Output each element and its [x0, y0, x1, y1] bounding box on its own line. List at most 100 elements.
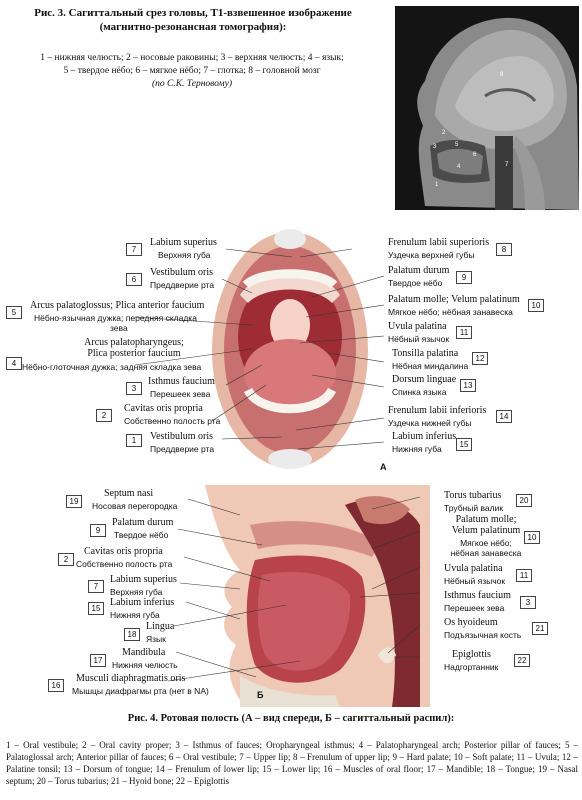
label-muscles-oral-floor-ru: Мышцы диафрагмы рта (нет в NA) — [72, 686, 209, 696]
figure-letter-a: А — [380, 462, 387, 472]
label-isthmus-ru: Перешеек зева — [150, 389, 211, 399]
label-cavitas-oris-b: Cavitas oris propria — [84, 546, 163, 557]
label-frenulum-lower-ru: Уздечка нижней губы — [388, 418, 472, 428]
label-frenulum-superioris: Frenulum labii superioris — [388, 237, 490, 248]
label-arcus-palatopharyngeus: Arcus palatopharyngeus; Plica posterior … — [84, 337, 184, 359]
label-10-box: 10 — [528, 299, 544, 312]
label-septum-nasi: Septum nasi — [104, 488, 154, 499]
label-14-box: 14 — [496, 410, 512, 423]
mri-num-1: 1 — [435, 182, 439, 188]
label-labium-superius-b: Labium superius — [110, 574, 177, 585]
label-vestibulum-oris-2: Vestibulum oris — [150, 431, 214, 442]
figure-letter-b: Б — [257, 690, 264, 700]
label-tongue-ru: Язык — [146, 634, 166, 644]
mri-illustration: 8 2 3 5 6 7 4 1 — [395, 6, 579, 210]
label-uvula-palatina: Uvula palatina — [388, 321, 447, 332]
label-2b-box: 2 — [58, 553, 74, 566]
label-12-box: 12 — [472, 352, 488, 365]
label-5-box: 5 — [6, 306, 22, 319]
label-epiglottis: Epiglottis — [452, 649, 491, 660]
label-hyoid-ru: Подъязычная кость — [444, 630, 522, 640]
label-oral-cavity-b-ru: Собственно полость рта — [76, 559, 173, 569]
label-labium-superius: Labium superius — [150, 237, 217, 248]
label-3-box: 3 — [126, 382, 142, 395]
label-hard-palate-ru: Твердое нёбо — [388, 278, 443, 288]
label-17-box: 17 — [90, 654, 106, 667]
label-torus-tubarius: Torus tubarius — [444, 490, 502, 501]
label-labium-inferius: Labium inferius — [392, 431, 457, 442]
label-mandibula: Mandibula — [122, 647, 166, 658]
label-torus-ru: Трубный валик — [444, 503, 504, 513]
label-uvula-palatina-b: Uvula palatina — [444, 563, 503, 574]
label-lower-lip-b-ru: Нижняя губа — [110, 610, 160, 620]
label-epiglottis-ru: Надгортанник — [444, 662, 499, 672]
mri-num-5: 5 — [455, 142, 459, 148]
label-uvula-b-ru: Нёбный язычок — [444, 576, 506, 586]
label-lingua: Lingua — [146, 621, 175, 632]
label-hard-palate-b-ru: Твердое нёбо — [114, 530, 169, 540]
mri-num-2: 2 — [442, 130, 446, 136]
label-vestibule-ru: Преддверие рта — [150, 280, 215, 290]
label-upper-lip-b-ru: Верхняя губа — [110, 587, 163, 597]
label-10b-box: 10 — [524, 531, 540, 544]
fig4-title: Рис. 4. Ротовая полость (А – вид спереди… — [127, 713, 455, 724]
label-palatoglossal-ru: Нёбно-язычная дужка; передняя складка зе… — [34, 313, 197, 333]
label-vestibulum-oris: Vestibulum oris — [150, 267, 214, 278]
label-dorsum-ru: Спинка языка — [392, 387, 447, 397]
label-palatopharyngeal-ru: Нёбно-глоточная дужка; задняя складка зе… — [22, 362, 202, 372]
oral-cavity-front-illustration — [134, 229, 385, 469]
fig4-legend: 1 – Oral vestibule; 2 – Oral cavity prop… — [6, 740, 578, 786]
label-22-box: 22 — [514, 654, 530, 667]
label-16-box: 16 — [48, 679, 64, 692]
label-palatum-molle-b: Palatum molle; Velum palatinum — [451, 514, 521, 536]
mri-num-3: 3 — [433, 144, 437, 150]
label-3b-box: 3 — [520, 596, 536, 609]
label-septum-ru: Носовая перегородка — [92, 501, 178, 511]
label-frenulum-upper-ru: Уздечка верхней губы — [388, 250, 475, 260]
label-palatum-durum: Palatum durum — [388, 265, 450, 276]
label-isthmus-b-ru: Перешеек зева — [444, 603, 505, 613]
label-cavitas-oris-propria: Cavitas oris propria — [124, 403, 203, 414]
label-isthmus-faucium-b: Isthmus faucium — [444, 590, 511, 601]
label-21-box: 21 — [532, 622, 548, 635]
label-1-box: 1 — [126, 434, 142, 447]
label-soft-palate-b-ru: Мягкое нёбо; нёбная занавеска — [450, 538, 522, 558]
label-18-box: 18 — [124, 628, 140, 641]
label-4-box: 4 — [6, 357, 22, 370]
mri-num-6: 6 — [473, 152, 477, 158]
label-13-box: 13 — [460, 379, 476, 392]
label-9-box: 9 — [456, 271, 472, 284]
label-lower-lip-ru: Нижняя губа — [392, 444, 442, 454]
label-isthmus-faucium: Isthmus faucium — [148, 376, 215, 387]
mri-num-4: 4 — [457, 164, 461, 170]
label-dorsum-linguae: Dorsum linguae — [392, 374, 457, 385]
label-mandible-ru: Нижняя челюсть — [112, 660, 178, 670]
label-15b-box: 15 — [88, 602, 104, 615]
label-palatum-molle: Palatum molle; Velum palatinum — [388, 294, 520, 305]
label-vestibule-ru-2: Преддверие рта — [150, 444, 215, 454]
label-9b-box: 9 — [90, 524, 106, 537]
label-labium-inferius-b: Labium inferius — [110, 597, 175, 608]
label-upper-lip-ru: Верхняя губа — [158, 250, 211, 260]
label-7b-box: 7 — [88, 580, 104, 593]
label-musculi-diaphragmatis: Musculi diaphragmatis oris — [76, 673, 186, 684]
label-15-box: 15 — [456, 438, 472, 451]
label-arcus-palatoglossus: Arcus palatoglossus; Plica anterior fauc… — [30, 300, 205, 311]
label-oral-cavity-ru: Собственно полость рта — [124, 416, 221, 426]
mri-sagittal-image: 8 2 3 5 6 7 4 1 — [395, 6, 579, 210]
label-tonsilla-palatina: Tonsilla palatina — [392, 348, 459, 359]
label-frenulum-inferioris: Frenulum labii inferioris — [388, 405, 487, 416]
label-6-box: 6 — [126, 273, 142, 286]
label-soft-palate-ru: Мягкое нёбо; нёбная занавеска — [388, 307, 513, 317]
label-palatum-durum-b: Palatum durum — [112, 517, 174, 528]
label-11-box: 11 — [456, 326, 472, 339]
fig3-title: Рис. 3. Сагиттальный срез головы, Т1-взв… — [34, 7, 352, 33]
label-os-hyoideum: Os hyoideum — [444, 617, 498, 628]
label-2-box: 2 — [96, 409, 112, 422]
fig3-caption: 1 – нижняя челюсть; 2 – носовые раковины… — [40, 53, 344, 89]
label-20-box: 20 — [516, 494, 532, 507]
label-11b-box: 11 — [516, 569, 532, 582]
oral-cavity-sagittal-illustration — [167, 485, 430, 707]
label-19-box: 19 — [66, 495, 82, 508]
mri-num-7: 7 — [505, 162, 509, 168]
